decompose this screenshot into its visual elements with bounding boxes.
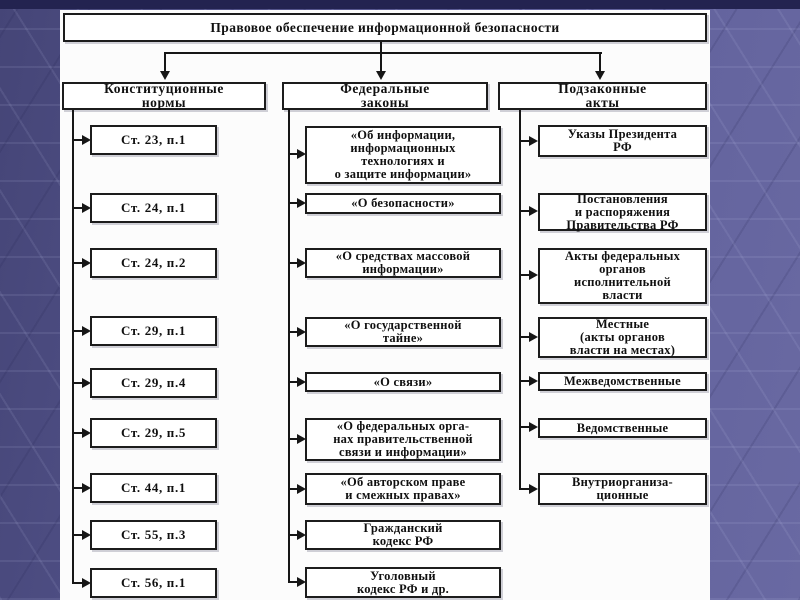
arrow-right-icon — [529, 376, 538, 386]
connector-root-stub — [380, 42, 382, 53]
arrow-right-icon — [529, 206, 538, 216]
connector-branch — [519, 426, 530, 428]
connector-branch — [288, 438, 298, 440]
arrow-right-icon — [529, 136, 538, 146]
node-law-federal-gov-communication: «О федеральных орга- нах правительственн… — [305, 418, 501, 461]
node-law-information: «Об информации, информационных технологи… — [305, 126, 501, 184]
node-departmental: Ведомственные — [538, 418, 707, 438]
connector-branch — [72, 330, 83, 332]
arrow-right-icon — [297, 258, 306, 268]
connector-branch — [72, 534, 83, 536]
arrow-right-icon — [297, 149, 306, 159]
arrow-right-icon — [297, 327, 306, 337]
arrow-right-icon — [82, 530, 91, 540]
node-st-24-p2: Ст. 24, п.2 — [90, 248, 217, 278]
arrow-right-icon — [82, 378, 91, 388]
connector-branch — [288, 262, 298, 264]
node-law-state-secret: «О государственной тайне» — [305, 317, 501, 347]
connector-branch — [288, 534, 298, 536]
connector-branch — [519, 140, 530, 142]
node-st-29-p5: Ст. 29, п.5 — [90, 418, 217, 448]
node-law-communication: «О связи» — [305, 372, 501, 392]
connector-branch — [72, 487, 83, 489]
connector-trunk-col2 — [288, 109, 290, 583]
node-st-29-p4: Ст. 29, п.4 — [90, 368, 217, 398]
node-law-copyright: «Об авторском праве и смежных правах» — [305, 473, 501, 505]
connector-branch — [288, 581, 298, 583]
column-header-constitutional-norms: Конституционные нормы — [62, 82, 266, 110]
connector-branch — [72, 382, 83, 384]
node-law-security: «О безопасности» — [305, 193, 501, 214]
arrow-right-icon — [529, 332, 538, 342]
arrow-right-icon — [297, 484, 306, 494]
connector-to-col2 — [380, 52, 382, 72]
arrow-right-icon — [529, 270, 538, 280]
arrow-right-icon — [297, 434, 306, 444]
connector-branch — [288, 202, 298, 204]
connector-trunk-col3 — [519, 110, 521, 490]
node-st-24-p1: Ст. 24, п.1 — [90, 193, 217, 223]
arrow-right-icon — [297, 530, 306, 540]
arrow-down-icon — [595, 71, 605, 80]
arrow-down-icon — [376, 71, 386, 80]
top-dark-band — [0, 0, 800, 9]
column-header-bylaws: Подзаконные акты — [498, 82, 707, 110]
arrow-down-icon — [160, 71, 170, 80]
arrow-right-icon — [297, 577, 306, 587]
node-st-29-p1: Ст. 29, п.1 — [90, 316, 217, 346]
node-local-acts: Местные (акты органов власти на местах) — [538, 317, 707, 358]
connector-branch — [288, 381, 298, 383]
node-st-23-p1: Ст. 23, п.1 — [90, 125, 217, 155]
connector-branch — [72, 582, 83, 584]
node-intraorganizational: Внутриорганиза- ционные — [538, 473, 707, 505]
arrow-right-icon — [297, 198, 306, 208]
arrow-right-icon — [82, 428, 91, 438]
arrow-right-icon — [82, 203, 91, 213]
arrow-right-icon — [529, 484, 538, 494]
connector-branch — [288, 331, 298, 333]
connector-branch — [72, 432, 83, 434]
column-header-federal-laws: Федеральные законы — [282, 82, 488, 110]
node-interdepartmental: Межведомственные — [538, 372, 707, 391]
arrow-right-icon — [82, 135, 91, 145]
arrow-right-icon — [82, 258, 91, 268]
connector-trunk-col1 — [72, 110, 74, 584]
node-st-55-p3: Ст. 55, п.3 — [90, 520, 217, 550]
node-federal-executive-acts: Акты федеральных органов исполнительной … — [538, 248, 707, 304]
arrow-right-icon — [529, 422, 538, 432]
arrow-right-icon — [82, 483, 91, 493]
connector-branch — [519, 488, 530, 490]
connector-branch — [519, 210, 530, 212]
connector-branch — [72, 139, 83, 141]
arrow-right-icon — [297, 377, 306, 387]
connector-branch — [519, 336, 530, 338]
connector-to-col3 — [599, 52, 601, 72]
diagram-root-node: Правовое обеспечение информационной безо… — [63, 13, 707, 42]
node-presidential-decrees: Указы Президента РФ — [538, 125, 707, 157]
node-law-mass-media: «О средствах массовой информации» — [305, 248, 501, 278]
node-government-resolutions: Постановления и распоряжения Правительст… — [538, 192, 707, 231]
node-civil-code: Гражданский кодекс РФ — [305, 520, 501, 550]
connector-root-crossbar — [164, 52, 602, 54]
connector-branch — [288, 488, 298, 490]
connector-branch — [519, 274, 530, 276]
connector-branch — [72, 262, 83, 264]
connector-branch — [519, 380, 530, 382]
node-st-44-p1: Ст. 44, п.1 — [90, 473, 217, 503]
node-st-56-p1: Ст. 56, п.1 — [90, 568, 217, 598]
arrow-right-icon — [82, 326, 91, 336]
node-criminal-code: Уголовный кодекс РФ и др. — [305, 567, 501, 598]
arrow-right-icon — [82, 578, 91, 588]
connector-branch — [72, 207, 83, 209]
connector-to-col1 — [164, 52, 166, 72]
connector-branch — [288, 153, 298, 155]
